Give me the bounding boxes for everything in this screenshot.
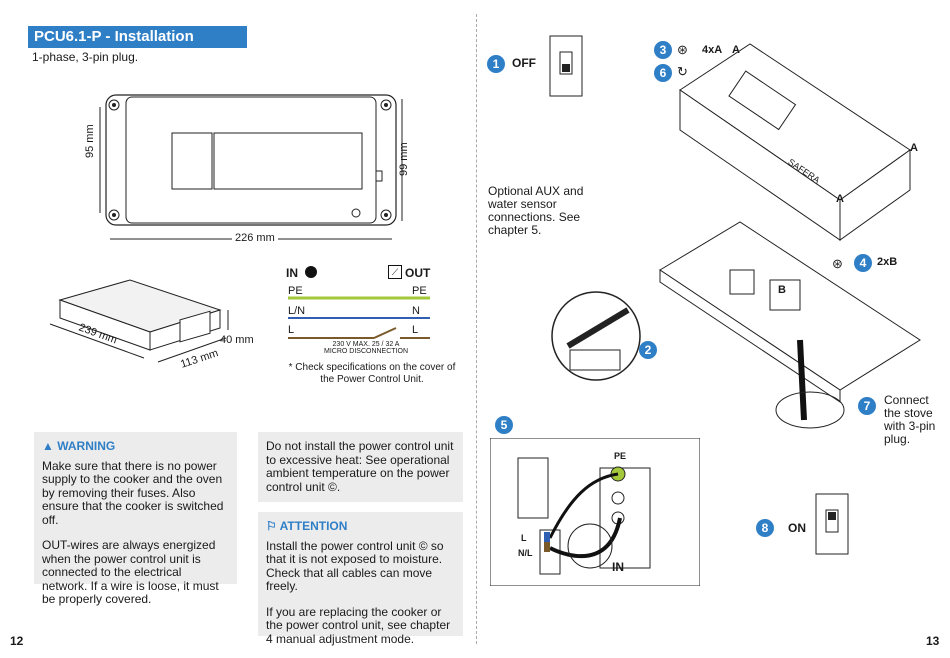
magnifier-drawing (551, 291, 641, 381)
step-8-badge: 8 (756, 519, 774, 537)
screw-icon-2: ⊛ (832, 256, 843, 271)
dim-height-left: 95 mm (84, 124, 96, 158)
wiring-out-label: OUT (405, 266, 431, 280)
mark-a-1: A (732, 44, 740, 56)
wire-left-pe: PE (288, 285, 303, 297)
breaker-on-icon (815, 493, 849, 555)
attention-box: ⚐ ATTENTION Install the power control un… (258, 512, 463, 645)
rotate-icon: ↻ (677, 64, 688, 79)
connect-callout: Connect the stove with 3-pin plug. (858, 394, 936, 446)
heat-box: Do not install the power control unit to… (258, 432, 463, 502)
mark-a-3: A (836, 193, 844, 205)
wiring-in-label: IN (286, 266, 298, 280)
warning-box: ▲ WARNING Make sure that there is no pow… (34, 432, 237, 606)
step-4-label: 2xB (877, 256, 898, 268)
wiring-diagram (288, 296, 430, 339)
term-l: L (521, 533, 527, 543)
page-number-right: 13 (926, 634, 940, 648)
cover-drawing (679, 43, 911, 241)
step-1-badge: 1 (487, 55, 505, 73)
heat-text: Do not install the power control unit to… (266, 439, 454, 494)
wire-right-n: N (412, 305, 420, 317)
term-in: IN (612, 560, 624, 574)
step-4-badge: 4 (854, 254, 872, 272)
attention-para-2: If you are replacing the cooker or the p… (266, 604, 451, 646)
wire-left-ln: L/N (288, 305, 306, 317)
step-3-label: 4xA (702, 44, 723, 56)
optional-callout: Optional AUX and water sensor connection… (488, 184, 584, 237)
warning-para-1: Make sure that there is no power supply … (42, 458, 224, 527)
wire-right-pe: PE (412, 285, 427, 297)
stove-icon: ⟋ (388, 265, 402, 279)
rating-line-1: 230 V MAX. 25 / 32 A (332, 341, 400, 348)
page-title: PCU6.1-P - Installation (28, 26, 247, 48)
attention-heading: ATTENTION (279, 519, 348, 533)
plug-icon (305, 266, 317, 278)
terminal-detail-drawing (490, 438, 700, 586)
step-7-badge: 7 (858, 397, 876, 415)
term-pe: PE (614, 451, 627, 461)
warning-heading: WARNING (57, 439, 116, 453)
dim-height-right: 99 mm (398, 142, 410, 176)
term-nl: N/L (518, 548, 533, 558)
warning-icon: ▲ (42, 439, 58, 453)
step-8-label: ON (788, 521, 806, 535)
dim-iso-height: 40 mm (220, 334, 254, 346)
iso-view-drawing (49, 279, 229, 363)
page-divider (476, 14, 478, 644)
page-number-left: 12 (10, 634, 24, 648)
step-5-badge: 5 (495, 416, 513, 434)
rating-line-2: MICRO DISCONNECTION (324, 348, 408, 355)
connect-text: Connect the stove with 3-pin plug. (884, 393, 936, 446)
top-view-drawing (99, 94, 403, 240)
step-1-label: OFF (512, 56, 536, 70)
breaker-off-icon (549, 35, 583, 97)
page-subtitle: 1-phase, 3-pin plug. (32, 50, 139, 64)
warning-para-2: OUT-wires are always energized when the … (42, 538, 219, 606)
rating-text: 230 V MAX. 25 / 32 A MICRO DISCONNECTION (318, 341, 414, 355)
step-3-badge: 3 (654, 41, 672, 59)
base-drawing (659, 221, 921, 429)
attention-para-1: Install the power control unit © so that… (266, 538, 444, 593)
mark-a-2: A (910, 142, 918, 154)
flag-icon: ⚐ (266, 519, 280, 533)
step-2-badge: 2 (639, 341, 657, 359)
spec-note: * Check specifications on the cover of t… (288, 362, 456, 385)
wire-left-l: L (288, 324, 295, 336)
wire-right-l: L (412, 324, 419, 336)
dim-width: 226 mm (232, 232, 278, 244)
mark-b: B (778, 284, 786, 296)
screw-icon: ⊛ (677, 42, 688, 57)
step-6-badge: 6 (654, 64, 672, 82)
